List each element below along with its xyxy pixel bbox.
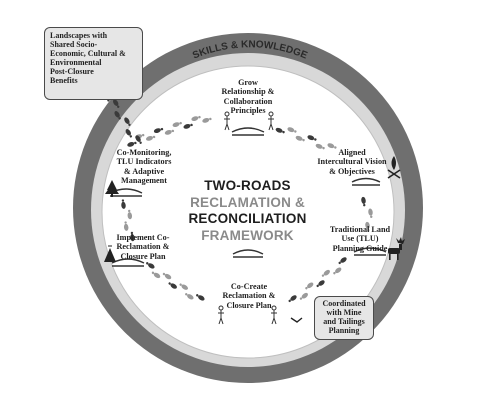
center-title-line2: RECLAMATION &: [190, 194, 305, 210]
callout-landscapes: Landscapes with Shared Socio- Economic, …: [44, 27, 143, 100]
people-icon: [218, 111, 277, 325]
stage-co-create-plan: Co-Create Reclamation & Closure Plan: [222, 282, 276, 310]
callout-coordinated-planning: Coordinated with Mine and Tailings Plann…: [314, 296, 374, 340]
center-title-line1: TWO-ROADS: [204, 178, 291, 193]
campfire-icon: [387, 156, 401, 179]
handshake-icon: [290, 317, 303, 323]
center-title-line4: FRAMEWORK: [201, 227, 294, 243]
center-title: TWO-ROADS RECLAMATION & RECONCILIATION F…: [180, 178, 315, 244]
moose-icon: [388, 237, 405, 260]
stage-implement-plan: Implement Co- Reclamation & Closure Plan: [116, 233, 170, 261]
stage-aligned-vision: Aligned Intercultural Vision & Objective…: [317, 148, 387, 176]
stage-co-monitoring: Co-Monitoring, TLU Indicators & Adaptive…: [116, 148, 172, 186]
center-title-line3: RECONCILIATION: [188, 211, 307, 226]
stage-grow-relationship: Grow Relationship & Collaboration Princi…: [221, 78, 275, 116]
stage-tlu-planning-guide: Traditional Land Use (TLU) Planning Guid…: [329, 225, 391, 253]
bridge-icon: [109, 127, 387, 267]
tipi-icon: [104, 245, 116, 262]
